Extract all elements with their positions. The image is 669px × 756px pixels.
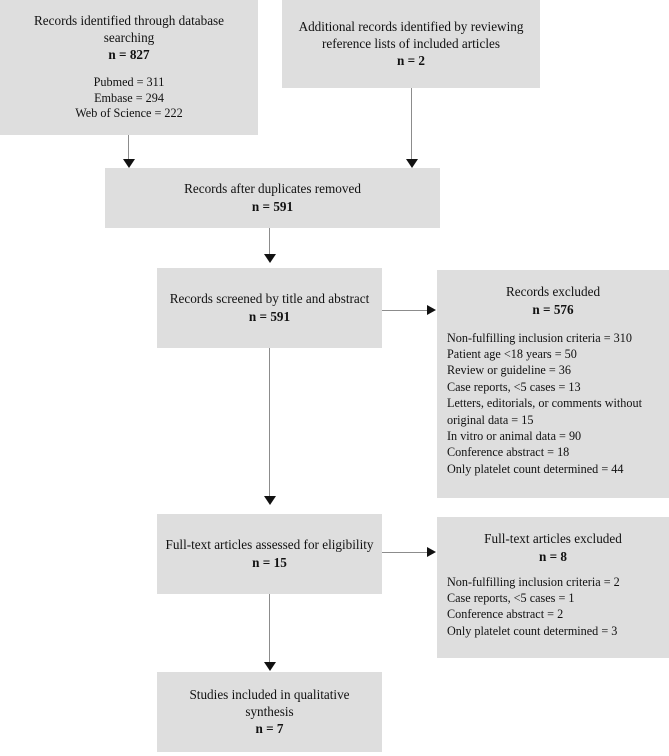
connector-screened-to-excluded xyxy=(382,310,428,311)
connector-screened-to-fulltext xyxy=(269,348,270,498)
source-pubmed: Pubmed = 311 xyxy=(93,75,165,90)
exclusion-reason: Patient age <18 years = 50 xyxy=(447,346,577,361)
box-title: Records screened by title and abstract xyxy=(169,291,370,307)
box-additional-records-identified: Additional records identified by reviewi… xyxy=(282,0,540,88)
box-title: Studies included in qualitative synthesi… xyxy=(189,687,350,719)
arrowhead-screened-to-fulltext xyxy=(264,496,276,505)
box-title: Full-text articles assessed for eligibil… xyxy=(165,537,374,553)
box-count: n = 591 xyxy=(251,198,294,214)
exclusion-reason: Letters, editorials, or comments without… xyxy=(447,396,642,427)
exclusion-reason: Only platelet count determined = 44 xyxy=(447,461,624,476)
box-records-screened: Records screened by title and abstract n… xyxy=(157,268,382,348)
exclusion-reason: Non-fulfilling inclusion criteria = 310 xyxy=(447,330,632,345)
box-count: n = 7 xyxy=(255,721,284,736)
source-embase: Embase = 294 xyxy=(94,90,164,105)
arrowhead-duplicates-to-screened xyxy=(264,254,276,263)
exclusion-reason: Conference abstract = 2 xyxy=(447,607,564,622)
connector-additional-to-duplicates xyxy=(411,88,412,163)
box-count: n = 15 xyxy=(252,554,287,570)
connector-database-to-duplicates xyxy=(128,135,129,163)
box-title: Records identified through database sear… xyxy=(33,13,225,45)
exclusion-reason: Case reports, <5 cases = 1 xyxy=(447,590,575,605)
box-count: n = 591 xyxy=(248,308,291,324)
exclusion-reason: In vitro or animal data = 90 xyxy=(447,428,582,443)
box-title: Additional records identified by reviewi… xyxy=(298,19,524,51)
connector-duplicates-to-screened xyxy=(269,228,270,256)
box-title: Records after duplicates removed xyxy=(184,181,361,197)
box-studies-included: Studies included in qualitative synthesi… xyxy=(157,672,382,752)
exclusion-reason: Review or guideline = 36 xyxy=(447,363,571,378)
box-title: Records excluded xyxy=(505,284,601,299)
exclusion-reason: Only platelet count determined = 3 xyxy=(447,623,618,638)
connector-fulltext-to-excluded xyxy=(382,552,428,553)
box-count: n = 8 xyxy=(538,548,568,564)
box-count: n = 576 xyxy=(532,301,574,317)
exclusion-reason: Non-fulfilling inclusion criteria = 2 xyxy=(447,574,620,589)
box-count: n = 827 xyxy=(108,47,150,63)
box-fulltext-assessed: Full-text articles assessed for eligibil… xyxy=(157,514,382,594)
source-web-of-science: Web of Science = 222 xyxy=(75,106,183,121)
box-records-identified-database: Records identified through database sear… xyxy=(0,0,258,135)
connector-fulltext-to-included xyxy=(269,594,270,664)
box-records-excluded: Records excluded n = 576 Non-fulfilling … xyxy=(437,270,669,498)
arrowhead-database-to-duplicates xyxy=(123,159,135,168)
box-count: n = 2 xyxy=(396,53,426,68)
box-records-after-duplicates-removed: Records after duplicates removed n = 591 xyxy=(105,168,440,228)
arrowhead-fulltext-to-excluded xyxy=(427,547,436,557)
exclusion-reason: Conference abstract = 18 xyxy=(447,445,570,460)
arrowhead-screened-to-excluded xyxy=(427,305,436,315)
box-title: Full-text articles excluded xyxy=(484,531,622,546)
box-fulltext-excluded: Full-text articles excluded n = 8 Non-fu… xyxy=(437,517,669,658)
exclusion-reason: Case reports, <5 cases = 13 xyxy=(447,379,581,394)
arrowhead-fulltext-to-included xyxy=(264,662,276,671)
arrowhead-additional-to-duplicates xyxy=(406,159,418,168)
